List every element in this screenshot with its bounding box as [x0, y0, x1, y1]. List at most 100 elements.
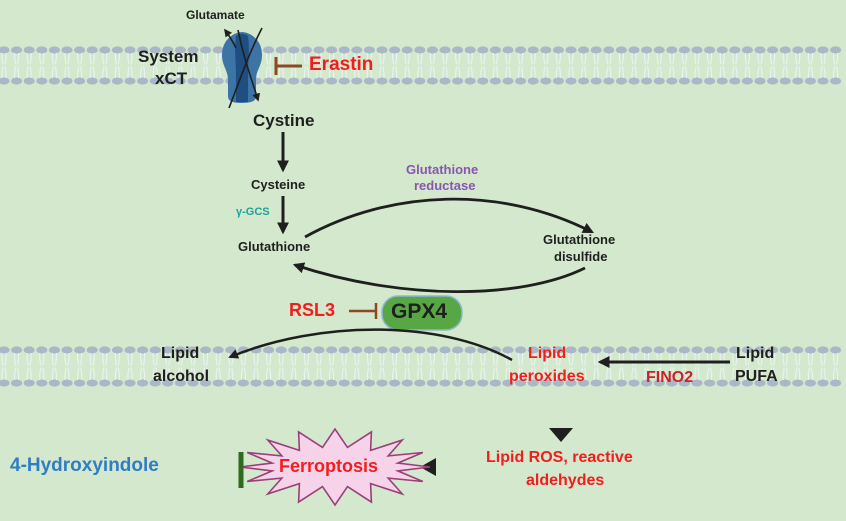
lipid-tail	[710, 66, 713, 79]
lipid-head	[338, 77, 350, 85]
lipid-tail	[344, 367, 347, 381]
lipid-tail	[26, 66, 29, 79]
lipid-head	[830, 346, 842, 354]
lipid-tail	[697, 66, 700, 79]
glutamate-label: Glutamate	[186, 8, 245, 22]
lipid-head	[275, 379, 287, 387]
lipid-tail	[543, 52, 546, 65]
lipid-tail	[596, 52, 599, 65]
lipid-tail	[555, 367, 558, 381]
lipid-tail	[521, 66, 524, 79]
lipid-tail	[67, 52, 70, 65]
lipid-tail	[278, 66, 281, 79]
lipid-tail	[584, 66, 587, 79]
lipid-tail	[681, 66, 684, 79]
lipid-head	[36, 46, 48, 54]
lipid-tail	[328, 52, 332, 65]
lipid-head	[300, 77, 312, 85]
lipid-head	[149, 77, 161, 85]
lipid-tail	[735, 352, 738, 366]
lipid-tail	[316, 352, 319, 366]
lipid-head	[313, 379, 325, 387]
lipid-tail	[202, 66, 206, 79]
lipid-head	[527, 77, 539, 85]
lipid-tail	[647, 52, 650, 65]
lipid-head	[23, 46, 35, 54]
lipid-head	[275, 46, 287, 54]
lipid-tail	[546, 352, 549, 366]
lipid-tail	[618, 52, 621, 65]
lipid-tail	[42, 352, 45, 366]
lipid-tail	[366, 52, 369, 65]
lipid-head	[74, 379, 86, 387]
lipid-head	[603, 77, 615, 85]
lipid-head	[666, 46, 678, 54]
lipid-head	[300, 346, 312, 354]
lipid-head	[489, 379, 501, 387]
lipid-head	[477, 379, 489, 387]
lipid-tail	[546, 52, 549, 65]
lipid-head	[99, 379, 111, 387]
lipid-tail	[404, 66, 407, 79]
lipid-tail	[92, 66, 95, 79]
lipid-head	[590, 77, 602, 85]
lipid-tail	[265, 66, 269, 79]
lipid-head	[691, 346, 703, 354]
lipid-tail	[530, 66, 533, 79]
lipid-tail	[823, 367, 826, 381]
lipid-tail	[483, 367, 486, 381]
lipid-tail	[240, 367, 243, 381]
lipid-head	[578, 46, 590, 54]
lipid-tail	[568, 367, 571, 381]
lipid-head	[452, 77, 464, 85]
lipid-head	[817, 77, 829, 85]
lipid-tail	[64, 367, 67, 381]
glutathione-to-disulfide-arrow	[304, 197, 594, 239]
lipid-tail	[823, 352, 826, 366]
lipid-head	[565, 346, 577, 354]
lipid-tail	[659, 367, 662, 381]
lipid-tail	[621, 66, 625, 79]
lipid-tail	[795, 367, 798, 381]
lipid-tail	[143, 367, 146, 381]
lipid-tail	[177, 66, 180, 79]
lipid-tail	[593, 52, 596, 65]
lipid-tail	[432, 52, 436, 65]
lipid-head	[502, 379, 514, 387]
lipid-tail	[558, 52, 562, 65]
lipid-head	[376, 379, 388, 387]
lipid-head	[124, 379, 136, 387]
lipid-tail	[202, 352, 206, 366]
lipid-tail	[253, 352, 256, 366]
lipid-tail	[193, 367, 196, 381]
lipid-tail	[467, 367, 470, 381]
lipid-head	[464, 379, 476, 387]
lipid-tail	[193, 52, 196, 65]
lipid-tail	[165, 52, 168, 65]
lipid-tail	[454, 66, 458, 79]
lipid-tail	[744, 66, 747, 79]
lipid-tail	[332, 66, 335, 79]
lipid-tail	[807, 367, 810, 381]
lipid-tail	[769, 352, 773, 366]
lipid-tail	[357, 52, 360, 65]
lipid-tail	[744, 367, 747, 381]
lipid-tail	[710, 52, 713, 65]
lipid-tail	[67, 66, 70, 79]
lipid-tail	[206, 352, 209, 366]
lipid-tail	[643, 367, 647, 381]
lipid-head	[338, 346, 350, 354]
lipid-head	[401, 46, 413, 54]
lipid-head	[300, 379, 312, 387]
lipid-tail	[483, 66, 486, 79]
lipid-tail	[26, 352, 29, 366]
lipid-tail	[215, 52, 218, 65]
lipid-head	[351, 46, 363, 54]
lipid-tail	[618, 352, 621, 366]
lipid-head	[23, 379, 35, 387]
lipid-tail	[114, 367, 117, 381]
lipid-tail	[694, 66, 697, 79]
lipid-tail	[757, 66, 760, 79]
lipid-head	[590, 46, 602, 54]
lipid-tail	[206, 367, 209, 381]
